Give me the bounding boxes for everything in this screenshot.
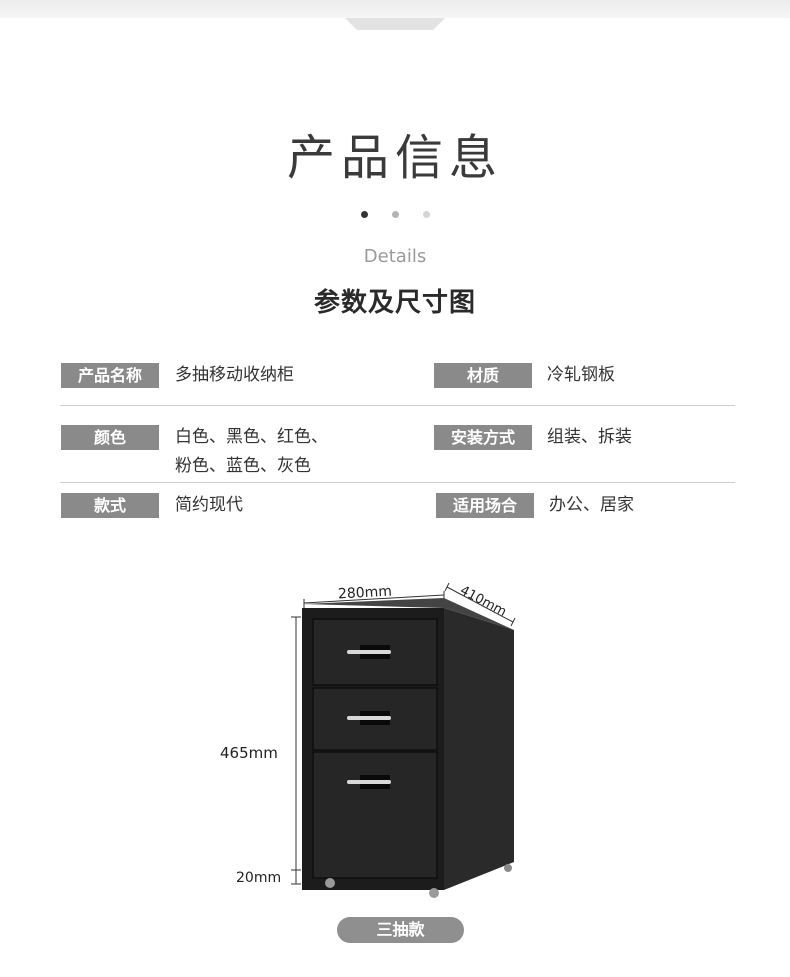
subtitle-en: Details: [363, 246, 427, 267]
dimension-lines: [291, 582, 516, 885]
value-color-line2: 粉色、蓝色、灰色: [175, 456, 311, 476]
cabinet-side: [444, 608, 514, 890]
pagination-dots: [0, 211, 790, 221]
model-badge: 三抽款: [337, 917, 464, 943]
row-divider: [60, 482, 735, 483]
dot: [392, 211, 399, 218]
dim-height: 465mm: [220, 744, 278, 762]
drawer-handles: [347, 645, 391, 789]
label-material: 材质: [434, 363, 532, 388]
dot: [423, 211, 430, 218]
label-usage: 适用场合: [436, 493, 534, 518]
value-color-line1: 白色、黑色、红色、: [175, 427, 328, 447]
value-material: 冷轧钢板: [547, 365, 615, 385]
dot-active: [361, 211, 368, 218]
top-notch-decoration: [345, 18, 445, 30]
value-style: 简约现代: [175, 495, 243, 515]
label-product-name: 产品名称: [61, 363, 159, 388]
dim-width: 280mm: [337, 583, 393, 603]
label-style: 款式: [61, 493, 159, 518]
section-title: 参数及尺寸图: [313, 288, 476, 318]
page-title: 产品信息: [286, 130, 503, 186]
label-install: 安装方式: [434, 425, 532, 450]
wheels: [325, 864, 512, 898]
value-product-name: 多抽移动收纳柜: [175, 365, 294, 385]
value-usage: 办公、居家: [549, 495, 634, 515]
value-install: 组装、拆装: [547, 427, 632, 447]
label-color: 颜色: [61, 425, 159, 450]
dim-wheel-height: 20mm: [236, 870, 282, 886]
top-band: [0, 0, 790, 18]
row-divider: [60, 405, 735, 406]
